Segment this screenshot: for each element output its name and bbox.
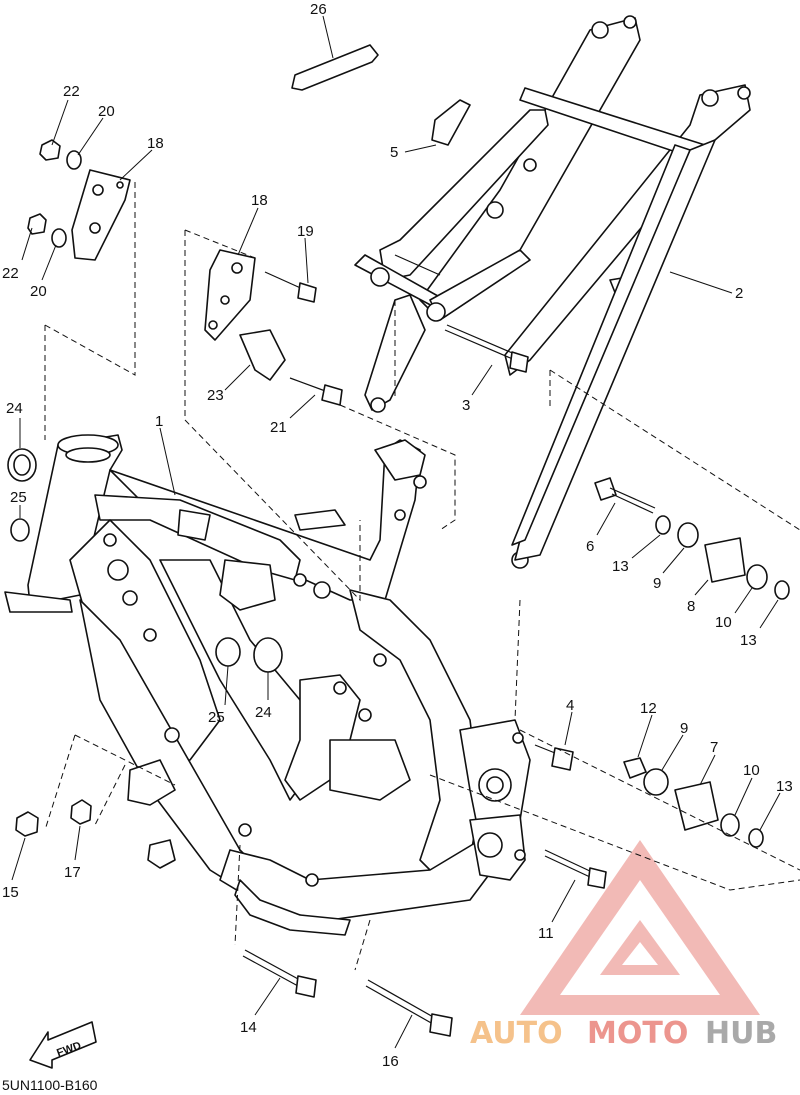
watermark-part-hub: HUB bbox=[705, 1016, 777, 1051]
callout-12: 12 bbox=[640, 700, 657, 717]
callout-5: 5 bbox=[390, 144, 398, 161]
callout-15: 15 bbox=[2, 884, 19, 901]
fwd-arrow-icon bbox=[29, 1021, 97, 1069]
leader-lines bbox=[11, 15, 781, 1049]
callout-14: 14 bbox=[240, 1019, 257, 1036]
callout-24-top: 24 bbox=[6, 400, 23, 417]
assembly-guide-lines bbox=[44, 180, 800, 971]
plugs-and-grommets bbox=[7, 448, 283, 673]
lower-engine-mount-stack bbox=[534, 744, 764, 848]
callout-1: 1 bbox=[155, 413, 163, 430]
fwd-arrow: FWD bbox=[29, 1021, 97, 1069]
callout-25-top: 25 bbox=[10, 489, 27, 506]
watermark-part-auto: AUTO bbox=[470, 1016, 563, 1051]
part-5-block bbox=[431, 99, 471, 146]
callout-25-bottom: 25 bbox=[208, 709, 225, 726]
callout-24-bottom: 24 bbox=[255, 704, 272, 721]
bolt-3 bbox=[444, 324, 529, 373]
rear-subframe bbox=[354, 15, 751, 569]
callout-2: 2 bbox=[735, 285, 743, 302]
callout-8: 8 bbox=[687, 598, 695, 615]
callout-4: 4 bbox=[566, 697, 574, 714]
callout-13-c: 13 bbox=[776, 778, 793, 795]
callout-22-bottom: 22 bbox=[2, 265, 19, 282]
callout-18-left: 18 bbox=[147, 135, 164, 152]
callout-7: 7 bbox=[710, 739, 718, 756]
callout-6: 6 bbox=[586, 538, 594, 555]
main-frame bbox=[4, 434, 531, 936]
left-bracket-group bbox=[27, 139, 131, 261]
callout-23: 23 bbox=[207, 387, 224, 404]
callout-19: 19 bbox=[297, 223, 314, 240]
watermark-text: AUTO MOTO HUB bbox=[470, 1016, 777, 1051]
callout-10-a: 10 bbox=[715, 614, 732, 631]
callout-10-b: 10 bbox=[743, 762, 760, 779]
diagram-code: 5UN1100-B160 bbox=[2, 1077, 98, 1093]
bolt-11 bbox=[544, 849, 607, 889]
callout-13-b: 13 bbox=[740, 632, 757, 649]
callout-11: 11 bbox=[538, 925, 554, 942]
callout-21: 21 bbox=[270, 419, 287, 436]
part-26-clip bbox=[291, 44, 379, 91]
bolts-14-16 bbox=[242, 949, 453, 1037]
callout-20-top: 20 bbox=[98, 103, 115, 120]
upper-engine-mount-stack bbox=[594, 477, 790, 600]
callout-26: 26 bbox=[310, 1, 327, 18]
right-bracket-group bbox=[204, 249, 343, 406]
callout-9-b: 9 bbox=[680, 720, 688, 737]
callout-labels: 26 22 20 18 22 20 5 2 18 19 23 21 3 24 1… bbox=[2, 1, 793, 1070]
callout-13-a: 13 bbox=[612, 558, 629, 575]
callout-18-right: 18 bbox=[251, 192, 268, 209]
callout-17: 17 bbox=[64, 864, 81, 881]
callout-22-top: 22 bbox=[63, 83, 80, 100]
callout-20-bottom: 20 bbox=[30, 283, 47, 300]
callout-3: 3 bbox=[462, 397, 470, 414]
watermark-logo bbox=[520, 840, 760, 1015]
callout-16: 16 bbox=[382, 1053, 399, 1070]
callout-9-a: 9 bbox=[653, 575, 661, 592]
nuts-15-17 bbox=[15, 799, 92, 837]
watermark-part-moto: MOTO bbox=[587, 1016, 688, 1051]
watermark-triangle-core-hole bbox=[622, 942, 658, 965]
